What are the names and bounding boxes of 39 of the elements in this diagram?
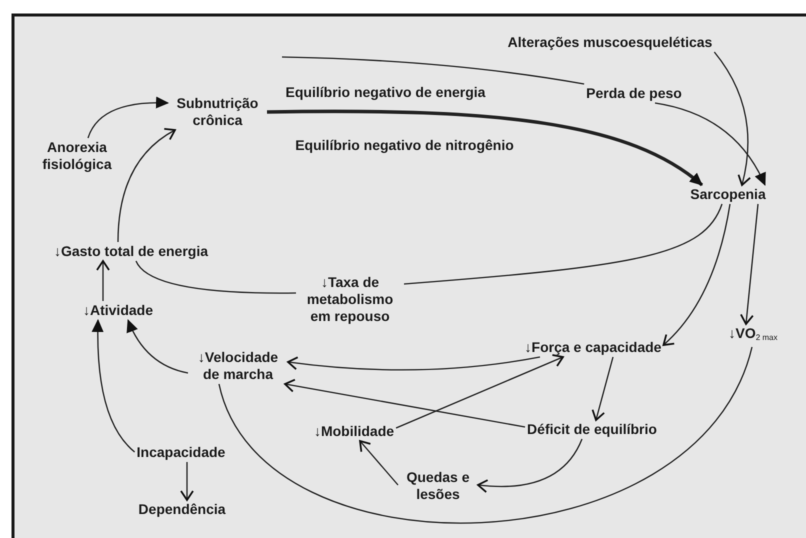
arrow [96, 260, 110, 301]
arrow [477, 438, 583, 493]
connector-line [218, 346, 753, 524]
arrow [266, 110, 704, 186]
node-label: Sarcopenia [690, 186, 766, 203]
node-label: ↓Mobilidade [314, 423, 394, 440]
arrow [287, 356, 540, 371]
node-label: ↓VO$_{2 max}$ [728, 325, 778, 344]
node-label: ↓Atividade [82, 302, 153, 319]
node-label: Alterações muscoesqueléticas [508, 34, 712, 51]
connector-line [282, 56, 584, 85]
node-label: Perda de peso [586, 85, 682, 102]
node-label: Subnutrição crônica [176, 95, 260, 129]
arrow [359, 440, 398, 486]
annotation-text: Equilíbrio negativo de energia [286, 84, 486, 101]
node-label: Quedas e lesões [405, 469, 471, 503]
connector-line [135, 260, 296, 294]
node-label: Dependência [138, 501, 226, 518]
arrow [654, 102, 766, 186]
node-label: Incapacidade [136, 444, 226, 461]
node-label: Anorexia fisiológica [41, 139, 113, 173]
arrow [740, 204, 759, 325]
arrow [396, 354, 564, 429]
node-label: ↓Gasto total de energia [54, 243, 208, 260]
arrow [117, 128, 176, 242]
arrow [127, 319, 188, 374]
connector-line [404, 204, 723, 285]
annotation-text: Equilíbrio negativo de nitrogênio [295, 137, 514, 154]
arrow [662, 204, 731, 346]
arrow [714, 52, 751, 186]
arrow [87, 96, 169, 138]
arrow [92, 319, 136, 452]
arrow [284, 378, 526, 428]
node-label: Déficit de equilíbrio [527, 421, 657, 438]
node-label: ↓Velocidade de marcha [196, 349, 280, 383]
node-label: ↓Taxa de metabolismo em repouso [306, 274, 394, 325]
arrow [180, 462, 194, 501]
arrow [592, 356, 614, 421]
node-label: ↓Força e capacidade [524, 339, 662, 356]
